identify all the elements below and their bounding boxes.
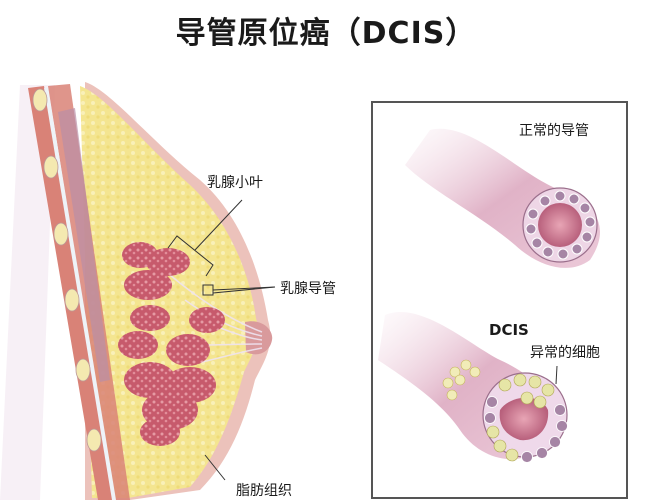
duct-comparison-panel (371, 101, 628, 499)
fat-label: 脂肪组织 (236, 483, 292, 499)
normal-duct-label: 正常的导管 (519, 123, 589, 139)
duct-label: 乳腺导管 (280, 281, 336, 297)
page-title: 导管原位癌（DCIS） (175, 16, 477, 51)
normal-duct (405, 128, 600, 268)
abnormal-cells-label: 异常的细胞 (530, 345, 600, 361)
lobule-label: 乳腺小叶 (207, 175, 263, 191)
lobules (118, 242, 225, 446)
breast-cross-section (0, 82, 276, 500)
dcis-label: DCIS (489, 321, 529, 339)
dcis-duct (378, 311, 568, 463)
